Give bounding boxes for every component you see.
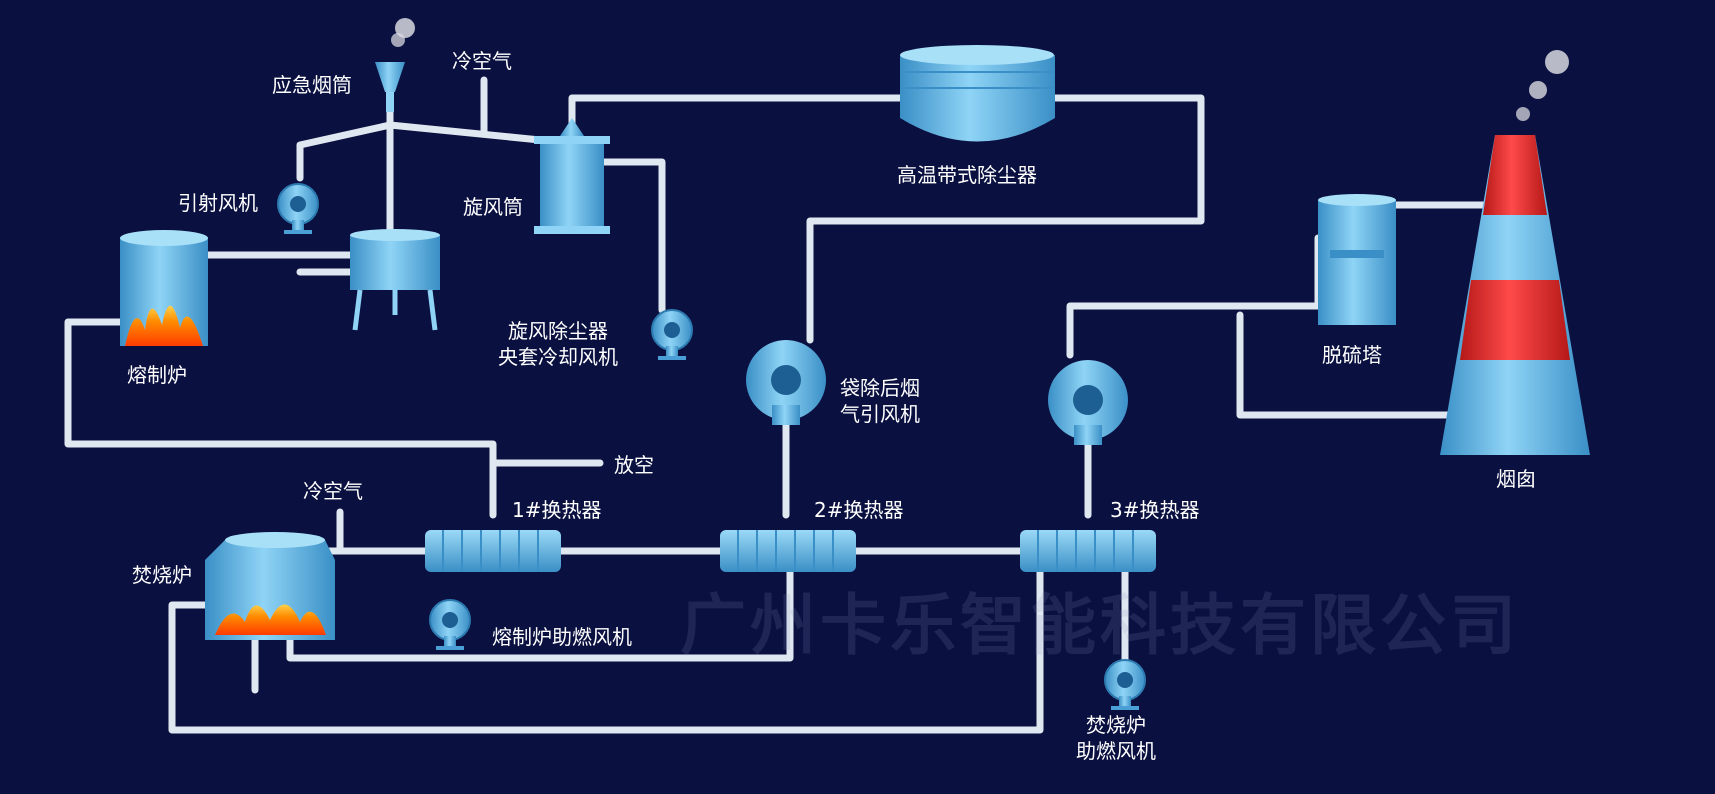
label-incinerator: 焚烧炉 xyxy=(132,563,192,587)
label-emergency-stack: 应急烟筒 xyxy=(272,73,352,97)
pipe-fan3-to-tower xyxy=(1066,234,1322,359)
label-ejector-fan: 引射风机 xyxy=(178,191,258,215)
label-incinerator-combustion-fan-line1: 焚烧炉 xyxy=(1086,713,1146,737)
label-bag-induced-fan-line2: 气引风机 xyxy=(840,402,920,426)
melting-combustion-fan-icon xyxy=(429,599,471,651)
desulfurization-tower xyxy=(1318,194,1396,325)
emergency-stack xyxy=(375,18,415,112)
ejector-fan-icon xyxy=(277,183,319,235)
pipe-return-loop xyxy=(168,566,1044,734)
pipe-network xyxy=(64,76,1504,734)
heat-exchanger-1 xyxy=(425,530,561,572)
bag-filter xyxy=(900,45,1055,142)
label-chimney: 烟囱 xyxy=(1496,467,1536,491)
pipe-cyclone-to-bag xyxy=(568,94,904,129)
chimney xyxy=(1440,50,1590,455)
label-desulfurization-tower: 脱硫塔 xyxy=(1322,343,1382,367)
label-cyclone-tube: 旋风筒 xyxy=(463,195,523,219)
label-incinerator-combustion-fan-line2: 助燃风机 xyxy=(1076,739,1156,763)
heat-exchanger-3 xyxy=(1020,530,1156,572)
label-bag-induced-fan: 袋除后烟 气引风机 xyxy=(840,375,920,427)
bag-induced-fan-icon xyxy=(746,340,826,425)
label-melting-combustion-fan: 熔制炉助燃风机 xyxy=(492,625,632,649)
pipe-furnace-to-hx1 xyxy=(64,318,497,519)
label-melting-furnace: 熔制炉 xyxy=(127,363,187,387)
label-hx1: 1#换热器 xyxy=(512,498,602,522)
cyclone-cooling-fan-icon xyxy=(651,309,693,361)
pipe-bag-loop xyxy=(806,94,1205,344)
pipe-cyclone-cooling xyxy=(596,158,666,314)
label-hx3: 3#换热器 xyxy=(1110,498,1200,522)
company-watermark: 广州卡乐智能科技有限公司 xyxy=(680,587,1520,664)
separator-tank xyxy=(350,229,440,331)
heat-exchanger-2 xyxy=(720,530,856,572)
label-vent: 放空 xyxy=(614,453,654,477)
label-bag-induced-fan-line1: 袋除后烟 xyxy=(840,376,920,400)
pipe-ejector-to-stack xyxy=(296,121,544,182)
label-bag-filter: 高温带式除尘器 xyxy=(897,163,1037,187)
label-cold-air-top: 冷空气 xyxy=(452,49,512,73)
label-cyclone-cooling-fan: 旋风除尘器 央套冷却风机 xyxy=(498,318,618,370)
pipe-tower-to-chimney xyxy=(1236,311,1476,419)
label-cyclone-cooling-fan-line1: 旋风除尘器 xyxy=(508,319,608,343)
label-cyclone-cooling-fan-line2: 央套冷却风机 xyxy=(498,345,618,369)
label-hx2: 2#换热器 xyxy=(814,498,904,522)
label-incinerator-combustion-fan: 焚烧炉 助燃风机 xyxy=(1076,712,1156,764)
hx3-induced-fan-icon xyxy=(1048,360,1128,445)
melting-furnace xyxy=(120,230,208,346)
incinerator xyxy=(205,532,335,640)
cyclone-tube xyxy=(534,118,610,234)
label-cold-air-bottom: 冷空气 xyxy=(303,479,363,503)
